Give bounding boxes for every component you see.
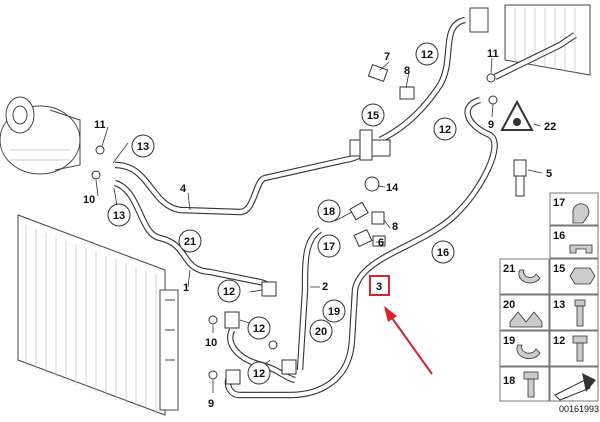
callout-21: 21 — [178, 229, 202, 253]
evaporator — [469, 4, 591, 76]
legend-12: 12 — [553, 335, 565, 347]
svg-text:12: 12 — [439, 124, 451, 136]
red-pointer-arrow — [384, 306, 433, 375]
callout-17: 17 — [317, 234, 341, 258]
callout-1: 1 — [183, 282, 189, 294]
callout-20: 20 — [309, 319, 333, 343]
svg-text:13: 13 — [113, 210, 125, 222]
callout-2: 2 — [322, 281, 328, 293]
legend-16: 16 — [553, 230, 565, 242]
legend-17: 17 — [553, 197, 565, 209]
callout-12-mid: 12 — [433, 117, 457, 141]
svg-text:12: 12 — [253, 368, 265, 380]
circled-callouts: 12 15 12 13 13 21 18 17 16 12 19 12 20 1… — [107, 42, 457, 385]
callout-12-bottom: 12 — [247, 361, 271, 385]
callout-14: 14 — [386, 182, 399, 194]
callout-11-right: 11 — [487, 48, 499, 60]
callout-4: 4 — [180, 183, 187, 195]
callout-8-mid: 8 — [392, 221, 398, 233]
callout-9-bottom: 9 — [208, 398, 214, 410]
svg-text:12: 12 — [253, 323, 265, 335]
callout-8-top: 8 — [404, 65, 410, 77]
callout-15: 15 — [361, 103, 385, 127]
diagram-reference-number: 00161993 — [559, 404, 599, 414]
callout-18: 18 — [317, 199, 341, 223]
callout-12-left: 12 — [217, 279, 241, 303]
callout-10-left: 10 — [83, 194, 95, 206]
callout-9-right: 9 — [488, 119, 494, 131]
svg-text:21: 21 — [184, 236, 196, 248]
callout-16: 16 — [431, 240, 455, 264]
svg-text:20: 20 — [315, 326, 327, 338]
legend-20: 20 — [503, 299, 515, 311]
parts-legend: 17 16 21 15 20 13 19 12 18 00161993 — [499, 192, 599, 414]
callout-labels: 7 8 11 11 9 22 5 14 4 10 8 6 1 2 10 9 — [83, 48, 556, 410]
fittings — [91, 63, 498, 385]
callout-10-bottom: 10 — [205, 337, 217, 349]
callout-13-bottom: 13 — [107, 203, 131, 227]
svg-text:15: 15 — [367, 110, 379, 122]
svg-text:12: 12 — [223, 286, 235, 298]
callout-22: 22 — [544, 121, 556, 133]
pressure-switch — [513, 159, 527, 197]
warning-label — [500, 99, 534, 131]
valve-block — [349, 129, 391, 192]
legend-21: 21 — [503, 263, 515, 275]
svg-text:17: 17 — [323, 241, 335, 253]
svg-text:12: 12 — [421, 49, 433, 61]
callout-5: 5 — [546, 168, 552, 180]
svg-text:3: 3 — [376, 281, 382, 293]
callout-7: 7 — [384, 51, 390, 63]
callout-12-lower: 12 — [247, 316, 271, 340]
callout-6: 6 — [378, 237, 384, 249]
svg-text:13: 13 — [137, 141, 149, 153]
legend-19: 19 — [503, 335, 515, 347]
svg-text:18: 18 — [323, 206, 335, 218]
compressor — [0, 96, 81, 175]
condenser — [17, 214, 179, 416]
legend-13: 13 — [553, 299, 565, 311]
callout-19: 19 — [322, 299, 346, 323]
callout-12-top: 12 — [415, 42, 439, 66]
svg-text:16: 16 — [437, 247, 449, 259]
legend-15: 15 — [553, 263, 565, 275]
legend-18: 18 — [503, 375, 515, 387]
callout-11-left: 11 — [94, 119, 106, 131]
callout-13-top: 13 — [131, 134, 155, 158]
svg-text:19: 19 — [328, 306, 340, 318]
highlighted-callout-3: 3 — [369, 275, 390, 296]
